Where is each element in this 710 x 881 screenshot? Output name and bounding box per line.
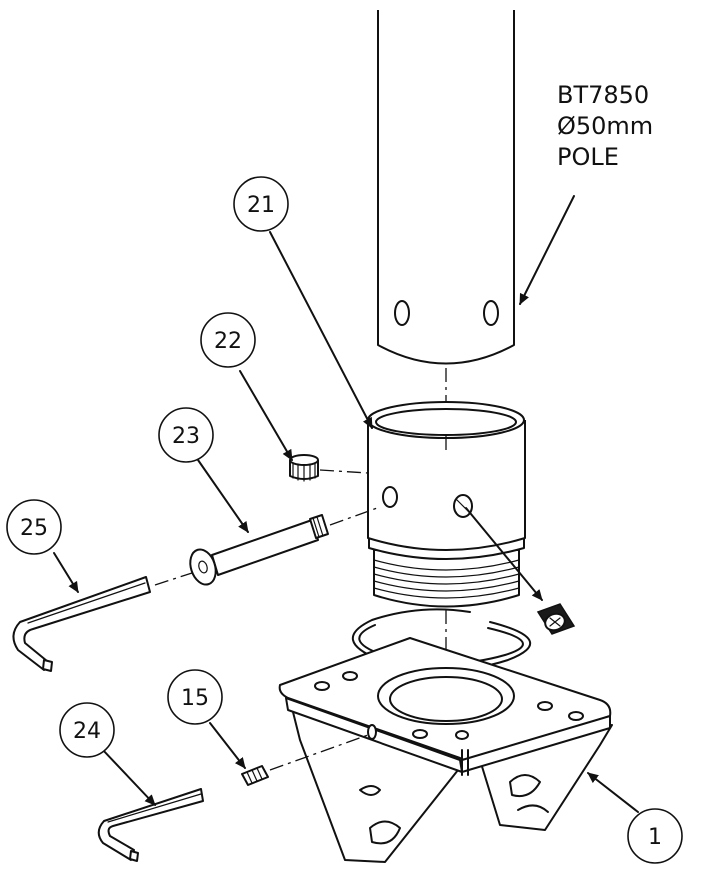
pole-hole-left bbox=[394, 300, 410, 326]
leader-15 bbox=[209, 722, 246, 769]
svg-text:21: 21 bbox=[247, 193, 275, 218]
pole bbox=[377, 10, 515, 425]
callout-25: 25 bbox=[6, 499, 62, 555]
bolt-part-23 bbox=[154, 506, 381, 586]
leader-21 bbox=[269, 231, 373, 429]
leader-25 bbox=[53, 552, 79, 593]
socket-set-screw bbox=[536, 603, 576, 635]
pole-label: BT7850 Ø50mm POLE bbox=[557, 80, 653, 173]
svg-text:23: 23 bbox=[172, 424, 200, 449]
grub-screw-part-15 bbox=[241, 734, 369, 786]
bracket-plate-part-1 bbox=[278, 637, 613, 863]
leader-lines bbox=[53, 195, 639, 813]
leader-pole bbox=[519, 195, 575, 305]
pole-model: BT7850 bbox=[557, 81, 650, 109]
svg-text:15: 15 bbox=[181, 686, 209, 711]
leader-1 bbox=[587, 772, 639, 813]
leader-23 bbox=[197, 459, 249, 533]
svg-text:22: 22 bbox=[214, 329, 242, 354]
pole-diameter: Ø50mm bbox=[557, 112, 654, 140]
leader-24 bbox=[101, 748, 156, 806]
svg-text:24: 24 bbox=[73, 719, 101, 744]
callout-15: 15 bbox=[167, 669, 223, 725]
coupler-part-21 bbox=[367, 401, 526, 608]
coupler-hole-left bbox=[382, 486, 398, 508]
svg-text:25: 25 bbox=[20, 516, 48, 541]
callout-22: 22 bbox=[200, 312, 256, 368]
leader-22 bbox=[239, 370, 293, 461]
hex-key-part-24 bbox=[97, 788, 204, 862]
pole-word: POLE bbox=[557, 143, 619, 171]
svg-text:1: 1 bbox=[648, 825, 662, 850]
set-screw-part-22 bbox=[289, 454, 369, 482]
thread-lines bbox=[373, 559, 520, 599]
callout-1: 1 bbox=[627, 808, 683, 864]
callout-21: 21 bbox=[233, 176, 289, 232]
hex-key-part-25 bbox=[12, 576, 151, 672]
pole-hole-right bbox=[483, 300, 499, 326]
callout-24: 24 bbox=[59, 702, 115, 758]
plate-side-hole bbox=[367, 724, 377, 740]
callout-23: 23 bbox=[158, 407, 214, 463]
leader-screw bbox=[465, 507, 543, 601]
